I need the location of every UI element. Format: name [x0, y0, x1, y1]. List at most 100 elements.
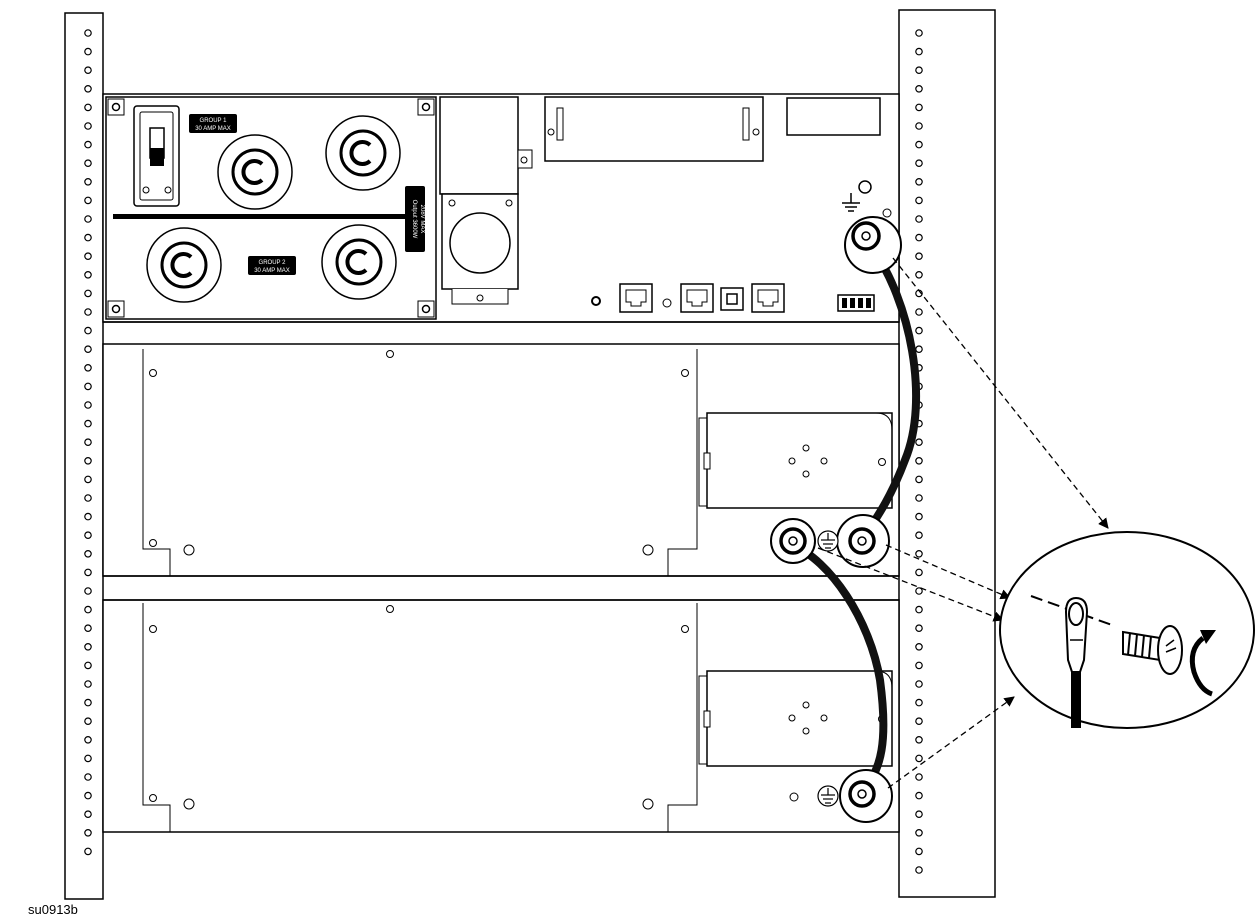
rail-hole [915, 754, 923, 763]
rail-hole [915, 270, 923, 279]
rail-hole [84, 456, 92, 465]
ring-terminal [839, 769, 893, 823]
rail-hole [84, 345, 92, 354]
rail-hole [915, 512, 923, 521]
rail-hole [84, 735, 92, 744]
rail-hole [84, 401, 92, 409]
port-screw [662, 298, 672, 308]
dip-switch [837, 294, 875, 312]
rail-hole [84, 847, 92, 856]
rail-hole [84, 568, 92, 577]
network-port [751, 283, 785, 313]
rail-hole [84, 828, 92, 837]
receptacle [325, 115, 401, 191]
ground-symbol [817, 530, 839, 552]
rail-hole [84, 29, 92, 37]
rail-hole [915, 308, 923, 316]
rail-hole [915, 791, 923, 800]
rail-hole [84, 549, 92, 558]
rail-hole [915, 549, 923, 558]
ground-symbol [817, 785, 839, 807]
rail-hole [915, 122, 923, 130]
rail-hole [84, 438, 92, 447]
battery-module [102, 599, 900, 833]
ground-cable [858, 244, 921, 544]
group2-label-top: GROUP 2 [259, 260, 287, 266]
rail-hole [84, 178, 92, 186]
rail-hole [915, 475, 923, 484]
receptacle [146, 227, 222, 303]
rail-hole [84, 717, 92, 726]
output-rating-label: Output 3600W 208V MAX [405, 186, 425, 252]
rail-hole [84, 233, 92, 242]
panel-screw [882, 208, 892, 218]
group1-label-bottom: 30 AMP MAX [195, 126, 231, 132]
rail-hole [84, 66, 92, 75]
ground-symbol [842, 193, 860, 212]
rail-hole [84, 85, 92, 93]
rail-hole [84, 382, 92, 391]
rail-hole [915, 735, 923, 744]
network-port [619, 283, 653, 313]
input-housing [439, 96, 533, 305]
ring-terminal [836, 514, 890, 568]
rail-hole [84, 103, 92, 112]
figure-id: su0913b [28, 902, 78, 917]
rail-hole [84, 773, 92, 781]
rail-hole [84, 642, 92, 651]
magnifier-callout [999, 531, 1255, 729]
rail-hole [915, 568, 923, 577]
rail-hole [915, 494, 923, 502]
leader-lines [817, 257, 1109, 789]
rail-hole [915, 159, 923, 168]
rail-hole [84, 419, 92, 428]
rail-hole [84, 754, 92, 763]
rail-hole [84, 252, 92, 261]
rail-hole [915, 345, 923, 354]
rail-hole [915, 698, 923, 707]
rail-hole [915, 828, 923, 837]
battery-module [102, 343, 900, 577]
plate-screw [107, 98, 125, 116]
rail-hole [915, 661, 923, 670]
rail-hole [84, 196, 92, 205]
rail-hole [915, 866, 923, 874]
outlet-plate: GROUP 1 30 AMP MAX GROUP 2 30 AMP MAX Ou… [105, 96, 437, 320]
rail-hole [915, 773, 923, 781]
rail-hole [915, 605, 923, 614]
rail-hole [84, 159, 92, 168]
rail-hole [915, 847, 923, 856]
rail-hole [84, 363, 92, 372]
usb-port [720, 287, 744, 311]
rail-hole [915, 531, 923, 540]
ups-panel: GROUP 1 30 AMP MAX GROUP 2 30 AMP MAX Ou… [102, 93, 900, 345]
rail-hole [915, 680, 923, 688]
rail-hole [84, 791, 92, 800]
rail-hole [84, 270, 92, 279]
rail-hole [915, 178, 923, 186]
rail-hole [84, 698, 92, 707]
output-rating-bottom: 208V MAX [419, 205, 425, 234]
rail-hole [915, 29, 923, 37]
tighten-arrow [1189, 636, 1213, 697]
rail-hole [84, 661, 92, 670]
rail-hole [915, 456, 923, 465]
rail-hole [84, 680, 92, 688]
rail-hole [915, 587, 923, 595]
rail-hole [915, 103, 923, 112]
rail-hole [915, 642, 923, 651]
breaker-switch [133, 105, 180, 207]
rail-hole [915, 438, 923, 447]
group1-label: GROUP 1 30 AMP MAX [189, 114, 237, 133]
ring-terminal [770, 518, 816, 564]
rail-hole [84, 475, 92, 484]
rack-rail-left [64, 12, 104, 900]
rail-hole [84, 624, 92, 633]
rail-hole [915, 252, 923, 261]
ring-terminal [844, 216, 902, 274]
rail-hole [84, 810, 92, 819]
rail-hole [915, 717, 923, 726]
screw [1122, 625, 1183, 675]
rail-hole [915, 215, 923, 223]
